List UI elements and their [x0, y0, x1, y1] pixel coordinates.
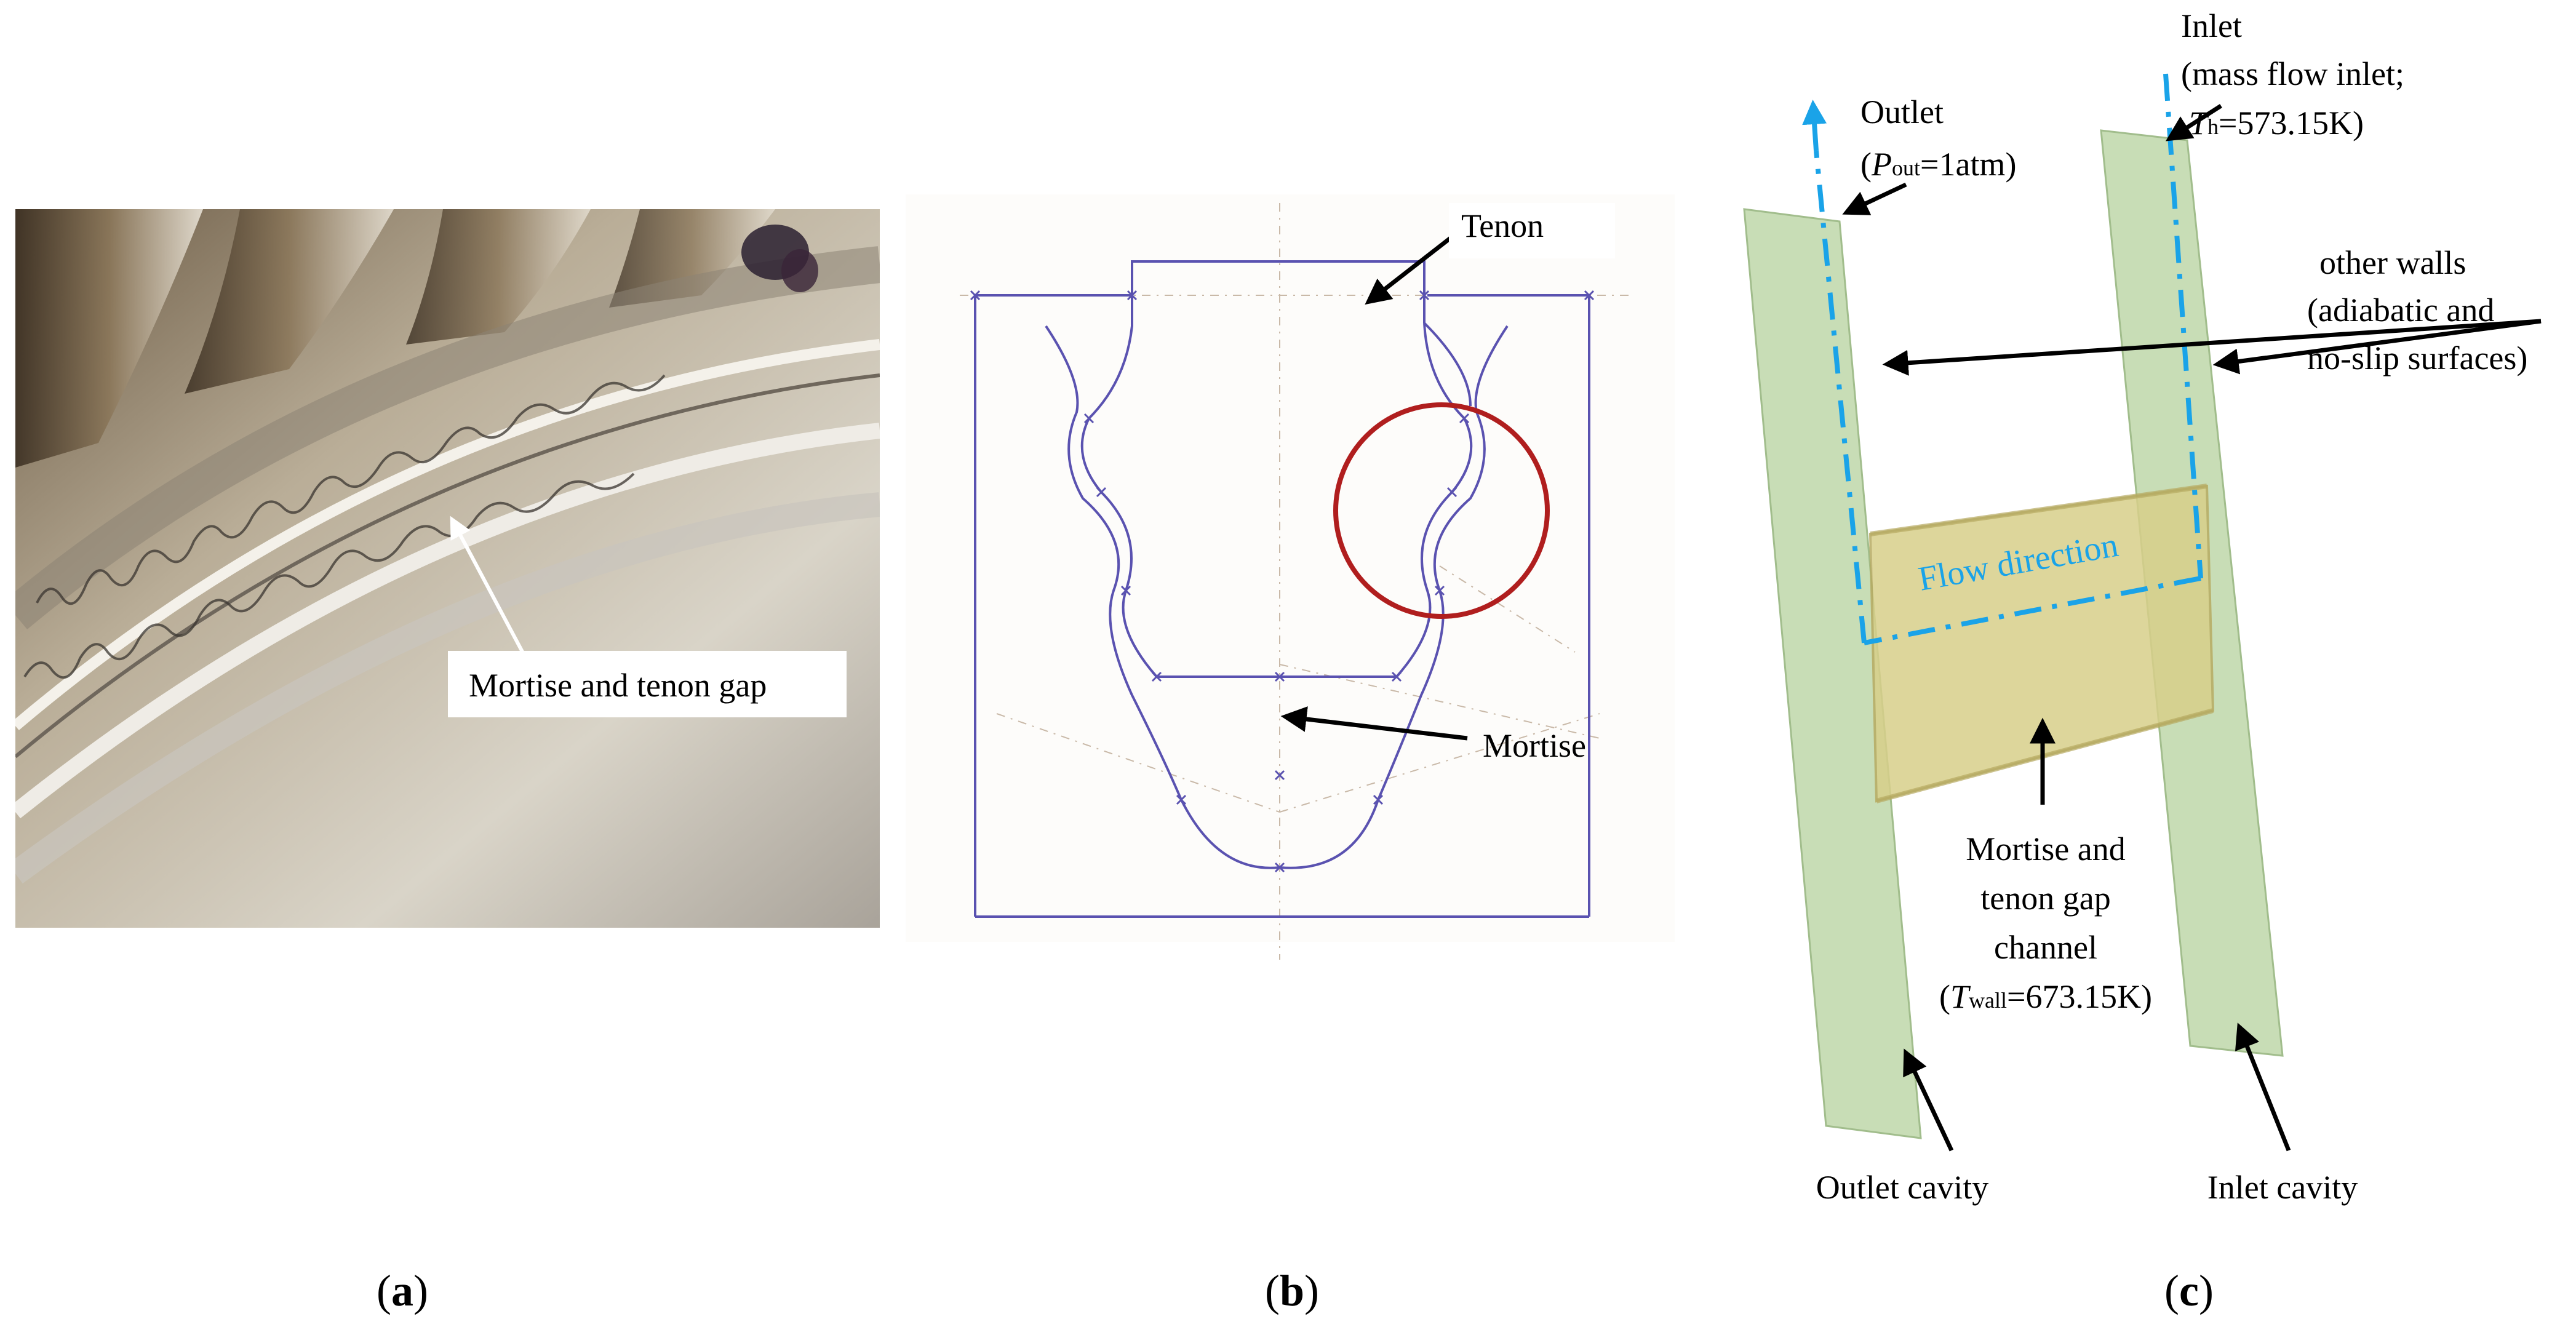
inlet-cavity-label: Inlet cavity [2207, 1169, 2358, 1206]
inlet-line2: (mass flow inlet; [2181, 55, 2404, 92]
outlet-cavity-pointer [1903, 1048, 1954, 1152]
gap-pointer-arrow [450, 516, 531, 666]
inlet-title: Inlet [2181, 7, 2242, 44]
walls-line1: other walls [2319, 244, 2466, 281]
turbine-blades [15, 209, 775, 468]
mortise-block-outline [974, 294, 1590, 918]
inlet-condition: Th=573.15K) [2189, 105, 2364, 141]
tenon-pointer-arrow [1365, 235, 1454, 305]
ink-mark [741, 225, 818, 292]
gap-line2: tenon gap [1980, 880, 2110, 917]
panel-c-label: (c) [2164, 1266, 2214, 1315]
panel-b-label: (b) [1265, 1266, 1319, 1315]
tenon-label: Tenon [1461, 207, 1544, 244]
walls-pointer-arrow-right [2212, 319, 2542, 375]
gap-callout-box [448, 651, 847, 717]
panel-a-label: (a) [377, 1266, 428, 1315]
walls-line2: (adiabatic and [2307, 292, 2494, 329]
panel-c-domain: Flow direction Outlet (Pout=1atm) Inlet … [1743, 7, 2542, 1206]
walls-line3: no-slip surfaces) [2307, 340, 2527, 377]
panel-a-photo [15, 209, 880, 928]
gap-callout-text: Mortise and tenon gap [469, 667, 767, 704]
vertex-markers [970, 290, 1595, 873]
gap-condition: (Twall=673.15K) [1939, 978, 2152, 1015]
outlet-pointer-arrow [1842, 182, 1907, 215]
mortise-label: Mortise [1483, 727, 1586, 764]
outlet-cavity-body [1743, 208, 1922, 1139]
outlet-title: Outlet [1860, 94, 1944, 130]
outlet-condition: (Pout=1atm) [1860, 146, 2016, 183]
dovetail-pattern [23, 374, 666, 679]
disk-rings [15, 246, 880, 884]
walls-pointer-arrow-left [1882, 319, 2542, 376]
outlet-flow-arrowhead [1802, 100, 1827, 151]
construction-lines [960, 203, 1630, 960]
mortise-pointer-arrow [1280, 706, 1468, 741]
highlight-circle [1333, 402, 1550, 619]
flow-path [1814, 73, 2203, 645]
gap-line3: channel [1994, 929, 2097, 966]
panel-b-drawing: Tenon Mortise [906, 194, 1675, 960]
inlet-pointer-arrow [2165, 104, 2222, 141]
gap-line1: Mortise and [1966, 831, 2125, 867]
outlet-cavity-label: Outlet cavity [1816, 1169, 1988, 1206]
inlet-cavity-pointer [2235, 1022, 2291, 1152]
